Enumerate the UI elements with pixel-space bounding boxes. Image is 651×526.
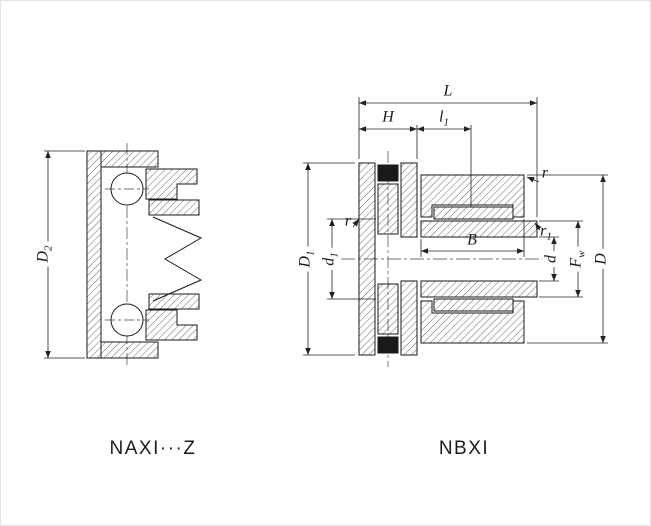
needle-rollers-top <box>433 206 514 220</box>
needle-row-top <box>148 199 200 216</box>
dim-label-H: H <box>382 108 394 126</box>
thrust-roller-top <box>377 183 399 235</box>
thrust-roller-bottom <box>377 283 399 335</box>
inner-ring-bottom <box>420 280 538 298</box>
outer-ring-top <box>420 174 525 218</box>
bottom-flange <box>100 341 159 359</box>
shaft-break-line <box>152 216 203 302</box>
upper-raceway-block <box>145 168 198 200</box>
dim-label-Fw: Fw <box>567 246 589 272</box>
dim-label-r-left: r <box>344 212 352 230</box>
needle-row-bottom <box>148 293 200 310</box>
needle-rollers-bottom <box>433 298 514 312</box>
inner-ring-top <box>420 220 538 238</box>
cage-block-bottom <box>377 336 399 354</box>
thrust-washer <box>86 150 102 359</box>
caption-nbxi: NBXI <box>438 438 490 459</box>
lower-raceway-block <box>145 309 198 341</box>
caption-naxi-z: NAXI···Z <box>109 438 197 459</box>
dim-label-r1: r1 <box>540 222 552 243</box>
dim-label-D2: D2 <box>34 241 56 267</box>
thrust-outer-washer <box>358 162 376 356</box>
nbxi-drawing <box>303 97 608 367</box>
outer-ring-bottom <box>420 300 525 344</box>
dim-label-D1: D1 <box>296 246 318 272</box>
cage-block-top <box>377 164 399 182</box>
dim-label-l1: l1 <box>439 108 449 129</box>
dim-label-B: B <box>467 231 477 249</box>
naxi-drawing <box>44 143 203 366</box>
dim-label-r-right: r <box>541 164 549 182</box>
inner-flange-bottom <box>400 280 418 356</box>
dim-label-d: d <box>542 251 564 267</box>
dim-label-L: L <box>443 82 453 100</box>
top-flange <box>100 150 159 168</box>
dim-label-d1: d1 <box>320 248 342 270</box>
dim-label-D: D <box>592 249 614 269</box>
inner-flange-top <box>400 162 418 238</box>
